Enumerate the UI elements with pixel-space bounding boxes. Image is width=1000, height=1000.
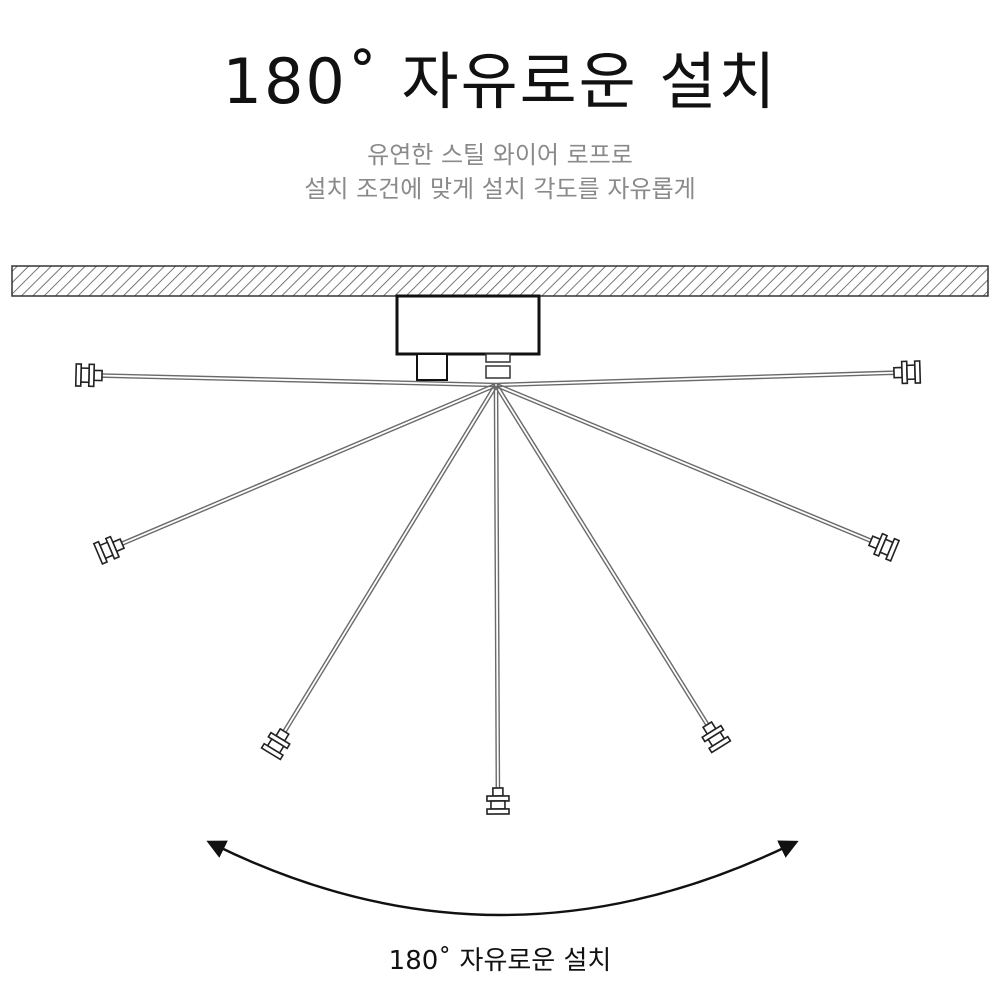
subtitle-line-1: 유연한 스틸 와이어 로프로 [367,141,633,169]
wire-end-fitting-5 [701,720,732,754]
wire-ropes [74,360,922,815]
wire-rope-1 [74,363,497,388]
wire-end-fitting-7 [893,360,922,385]
wire-end-fitting-3 [260,727,291,761]
wire-rope-7 [495,360,922,388]
wire-end-fitting-1 [74,363,103,388]
wire-rope-2 [92,382,497,565]
diagram-caption: 180˚ 자유로운 설치 [388,946,612,976]
wire-rope-5 [494,383,732,754]
wire-end-fitting-4 [486,787,510,815]
wire-rope-6 [495,382,901,562]
ceiling [11,265,989,297]
page-title: 180˚ 자유로운 설치 [222,45,778,118]
angle-arrow [206,840,799,917]
ceiling-mount-box [395,294,541,381]
wire-rope-3 [260,383,498,761]
wire-rope-4 [486,384,510,815]
wire-end-fitting-6 [867,532,901,562]
subtitle-line-2: 설치 조건에 맞게 설치 각도를 자유롭게 [304,175,696,203]
wire-end-fitting-2 [92,535,126,565]
